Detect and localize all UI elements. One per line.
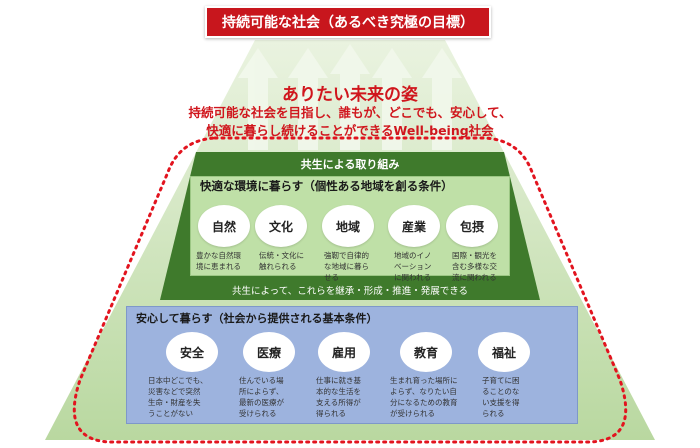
comfort-item-culture: 文化 伝統・文化に触れられる: [255, 205, 323, 272]
comfort-item-nature: 自然 豊かな自然環境に恵まれる: [196, 205, 260, 272]
kyosei-header: 共生による取り組み: [300, 158, 400, 171]
safety-item-education: 教育 生まれ育った場所によらず、なりたい自分になるための教育が受けられる: [390, 332, 476, 419]
safety-desc-safety: 日本中どこでも、災害などで突然生命・財産を失うことがない: [148, 376, 208, 418]
comfort-item-industry: 産業 地域のイノベーションに関われる: [388, 205, 454, 283]
safety-item-medical: 医療 住んでいる場所によらず、最新の医療が受けられる: [239, 332, 305, 419]
safety-desc-education: 生まれ育った場所によらず、なりたい自分になるための教育が受けられる: [390, 376, 458, 418]
red-dotted-outline: [72, 136, 628, 444]
comfort-item-region: 地域 強靭で自律的な地域に暮らせる: [322, 205, 388, 283]
ultimate-goal-banner: 持続可能な社会（あるべき究極の目標）: [205, 6, 491, 38]
comfort-circle-inclusion: 包摂: [446, 205, 498, 247]
kyosei-footer: 共生によって、これらを継承・形成・推進・発展できる: [231, 286, 469, 297]
safety-circle-education: 教育: [400, 332, 452, 372]
comfort-circle-industry: 産業: [388, 205, 440, 247]
comfort-desc-nature: 豊かな自然環境に恵まれる: [196, 251, 241, 271]
comfort-circle-culture: 文化: [255, 205, 307, 247]
comfort-desc-culture: 伝統・文化に触れられる: [259, 251, 304, 271]
safety-circle-safety: 安全: [166, 332, 218, 372]
safety-item-safety: 安全 日本中どこでも、災害などで突然生命・財産を失うことがない: [148, 332, 230, 419]
safety-title: 安心して暮らす（社会から提供される基本条件）: [136, 312, 378, 325]
safety-desc-welfare: 子育てに困ることのない支援を得られる: [482, 376, 520, 418]
comfort-desc-industry: 地域のイノベーションに関われる: [394, 251, 432, 282]
vision-line-2: 快適に暮らし続けることができるWell-being社会: [206, 123, 494, 138]
comfort-desc-inclusion: 国際・観光を含む多様な交流に関われる: [452, 251, 497, 282]
comfort-title: 快適な環境に暮らす（個性ある地域を創る条件）: [200, 179, 453, 193]
vision-title: ありたい未来の姿: [282, 85, 418, 105]
safety-desc-medical: 住んでいる場所によらず、最新の医療が受けられる: [239, 376, 284, 418]
upward-arrows: [238, 44, 462, 150]
comfort-item-inclusion: 包摂 国際・観光を含む多様な交流に関われる: [446, 205, 512, 283]
safety-item-welfare: 福祉 子育てに困ることのない支援を得られる: [478, 332, 542, 419]
safety-desc-employment: 仕事に就き基本的な生活を支える所得が得られる: [316, 376, 361, 418]
comfort-circle-nature: 自然: [198, 205, 250, 247]
comfort-circle-region: 地域: [322, 205, 374, 247]
vision-line-1: 持続可能な社会を目指し、誰もが、どこでも、安心して、: [188, 105, 512, 120]
safety-item-employment: 雇用 仕事に就き基本的な生活を支える所得が得られる: [316, 332, 382, 419]
safety-circle-medical: 医療: [243, 332, 295, 372]
comfort-desc-region: 強靭で自律的な地域に暮らせる: [324, 251, 369, 282]
safety-circle-welfare: 福祉: [478, 332, 530, 372]
safety-circle-employment: 雇用: [318, 332, 370, 372]
